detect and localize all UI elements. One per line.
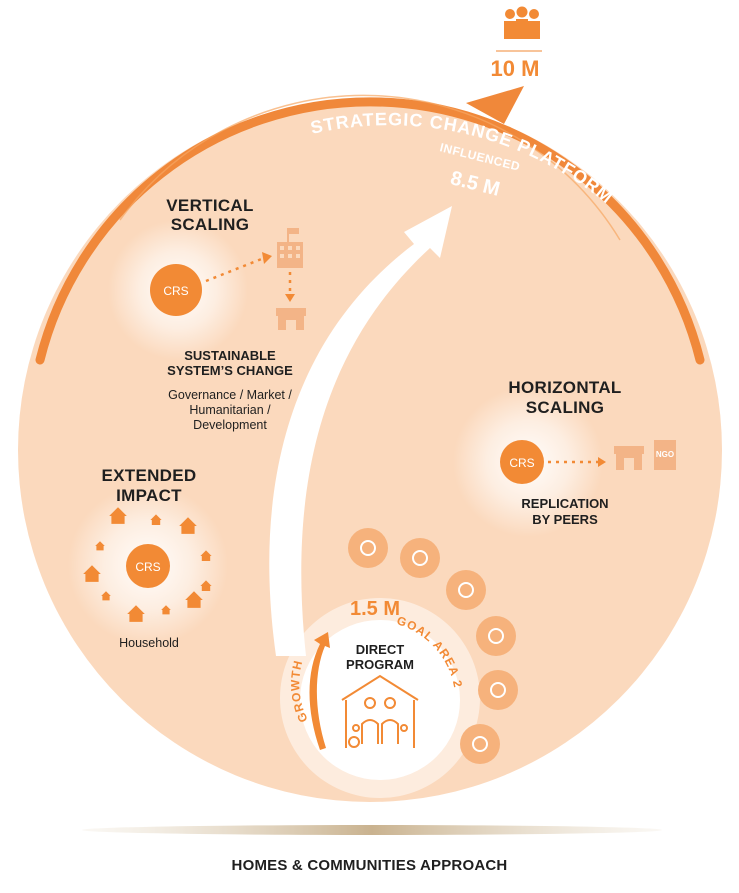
horizontal-crs-logo (500, 440, 544, 484)
vertical-arrowhead-2 (285, 294, 295, 302)
footer-title: HOMES & COMMUNITIES APPROACH (231, 857, 508, 874)
house-icon (200, 580, 212, 592)
direct-inner-circle (300, 620, 460, 780)
extended-title-1: EXTENDED (101, 466, 197, 485)
money-icon-glyph (488, 628, 504, 644)
horizontal-logo-text: CRS (509, 456, 534, 470)
extended-label: Household (119, 636, 179, 650)
vertical-logo-text: CRS (163, 284, 188, 298)
person-icon-glyph (360, 540, 376, 556)
government-building-icon (277, 228, 303, 268)
horizontal-subtitle-1: REPLICATION (521, 496, 609, 511)
house-icon (185, 591, 203, 608)
vertical-crs-logo (150, 264, 202, 316)
houses-icon-glyph (412, 550, 428, 566)
market-stall-icon (276, 308, 306, 330)
direct-title-1: DIRECT (355, 642, 405, 657)
vertical-subtitle-2: SYSTEM’S CHANGE (167, 363, 293, 378)
house-icon (161, 605, 171, 615)
top-value: 10 M (490, 56, 540, 81)
houses-icon (400, 538, 440, 578)
plant-icon (446, 570, 486, 610)
horizontal-title-2: SCALING (525, 398, 605, 417)
institution-icon (478, 670, 518, 710)
horizontal-title-1: HORIZONTAL (508, 378, 622, 397)
household-ring-icons (83, 507, 212, 622)
direct-title-2: PROGRAM (346, 657, 414, 672)
group-icon (460, 724, 500, 764)
group-icon-glyph (472, 736, 488, 752)
house-icon (101, 591, 111, 601)
horizontal-arrowhead (598, 457, 606, 467)
house-icon (95, 541, 105, 551)
extended-title-2: IMPACT (116, 486, 182, 505)
top-arrow-icon (466, 86, 524, 124)
market-stall-icon-2 (614, 446, 644, 470)
vertical-subtitle-1: SUSTAINABLE (184, 348, 276, 363)
vertical-arrowhead-1 (262, 252, 272, 264)
house-icon (83, 565, 101, 582)
platform-ring (35, 97, 705, 365)
house-icon (150, 514, 162, 526)
ngo-label: NGO (656, 450, 674, 459)
base-bar (82, 825, 662, 835)
vertical-title-1: VERTICAL (166, 196, 254, 215)
house-icon (127, 605, 145, 622)
vertical-title-2: SCALING (170, 215, 250, 234)
family-house-icon (341, 674, 419, 748)
direct-value: 1.5 M (349, 598, 401, 620)
vertical-desc-3: Development (193, 418, 267, 432)
house-icon (179, 517, 197, 534)
growth-arrow (269, 206, 452, 656)
person-icon (348, 528, 388, 568)
vertical-desc-2: Humanitarian / (189, 403, 271, 417)
vertical-link-1 (205, 256, 265, 283)
money-icon (476, 616, 516, 656)
house-icon (109, 507, 127, 524)
people-group-icon (496, 6, 542, 52)
extended-crs-logo (126, 544, 170, 588)
goal-area-icons (348, 528, 518, 764)
institution-icon-glyph (490, 682, 506, 698)
extended-logo-text: CRS (135, 560, 160, 574)
small-growth-arrow (309, 632, 330, 750)
ngo-building-icon: NGO (654, 440, 676, 470)
vertical-desc-1: Governance / Market / (168, 388, 292, 402)
horizontal-subtitle-2: BY PEERS (532, 512, 598, 527)
house-icon (200, 550, 212, 562)
inner-ring (119, 94, 621, 241)
plant-icon-glyph (458, 582, 474, 598)
